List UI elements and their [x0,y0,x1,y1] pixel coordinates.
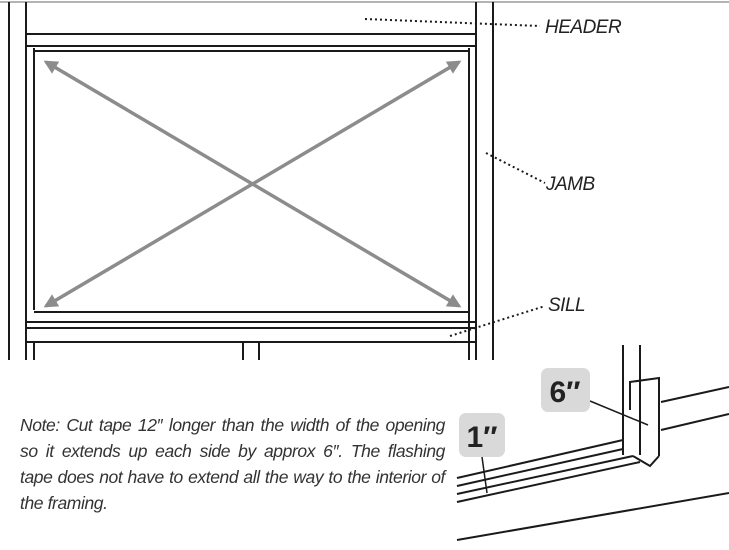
header-leader [364,18,541,27]
detail-sill-line-4 [456,461,641,503]
detail-wall-lower [660,413,729,431]
installation-note: Note: Cut tape 12″ longer than the width… [20,415,445,513]
detail-wall-upper [660,386,729,403]
sill-offset-value: 1″ [466,421,497,454]
detail-floor-line [456,492,729,541]
diagonal-arrow-up [43,60,462,308]
detail-side-tape [629,376,660,456]
diagonal-arrows-icon [43,60,462,308]
sill-offset-badge [459,413,505,457]
window-frame [8,2,494,360]
header-label: HEADER [545,17,622,38]
sill-label: SILL [548,295,585,316]
side-extension-leader [589,400,649,426]
jamb-label: JAMB [545,174,596,195]
callout-leaders [364,18,546,337]
sill-leader [449,305,546,337]
sill-offset-leader [481,456,488,494]
jamb-leader [485,152,546,184]
side-extension-value: 6″ [549,376,580,409]
detail-sill-corner [632,455,660,468]
side-extension-badge [541,368,590,412]
